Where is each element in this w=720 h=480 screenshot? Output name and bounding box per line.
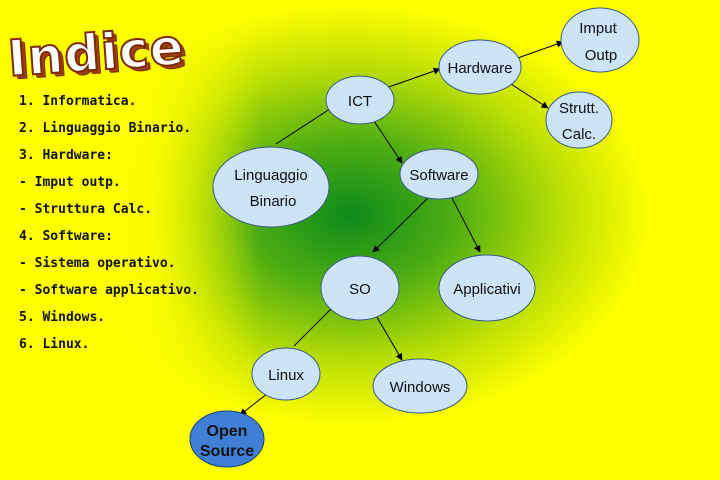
index-item-windows: 5. Windows. [19,310,106,325]
node-hardware: Hardware [438,39,522,95]
node-so-label: SO [349,281,371,298]
index-item-struttura-calc: - Struttura Calc. [19,202,153,217]
edge-ict-software [373,120,403,164]
index-item-hardware: 3. Hardware: [19,148,113,163]
node-open-source: Open Source [189,410,265,468]
edge-software-so [372,197,429,253]
node-strutt-calc: Strutt. Calc. [545,91,613,149]
edge-software-applicativi [451,197,481,253]
node-software: Software [399,148,479,200]
index-item-informatica: 1. Informatica. [19,94,137,109]
node-windows: Windows [372,358,468,414]
node-ict: ICT [325,75,395,125]
node-linux: Linux [251,347,321,401]
index-item-imput-outp: - Imput outp. [19,175,121,190]
node-applicativi-label: Applicativi [453,281,521,298]
node-source-label: Source [200,443,254,460]
node-applicativi: Applicativi [438,254,536,322]
edge-linux-open-source [239,392,269,416]
node-linguaggio-label: Linguaggio [234,167,307,184]
edge-linguaggio-ict [275,104,337,145]
node-so: SO [320,255,400,321]
node-software-label: Software [409,167,468,184]
index-item-linux: 6. Linux. [19,337,90,352]
index-item-sistema-operativo: - Sistema operativo. [19,256,176,271]
node-linguaggio-binario: Linguaggio Binario [212,146,330,228]
edge-so-linux [293,303,337,347]
edge-so-windows [373,311,403,361]
edge-ict-hardware [382,67,441,90]
node-outp-label: Outp [585,47,618,64]
node-hardware-label: Hardware [447,60,512,77]
node-strutt-label: Strutt. [559,100,599,117]
edge-hardware-imput [511,40,564,61]
node-imput-label: Imput [579,20,617,37]
index-item-software-applicativo: - Software applicativo. [19,283,200,298]
index-item-software: 4. Software: [19,229,113,244]
edge-hardware-strutt [507,81,549,109]
node-ict-label: ICT [348,93,372,110]
node-calc-label: Calc. [562,126,596,143]
index-item-linguaggio-binario: 2. Linguaggio Binario. [19,121,192,136]
node-imput-outp: Imput Outp [560,7,640,73]
node-binario-label: Binario [250,193,297,210]
index-list: 1. Informatica. 2. Linguaggio Binario. 3… [19,88,199,358]
node-linux-label: Linux [268,367,304,384]
node-open-label: Open [207,423,248,440]
node-windows-label: Windows [390,379,451,396]
